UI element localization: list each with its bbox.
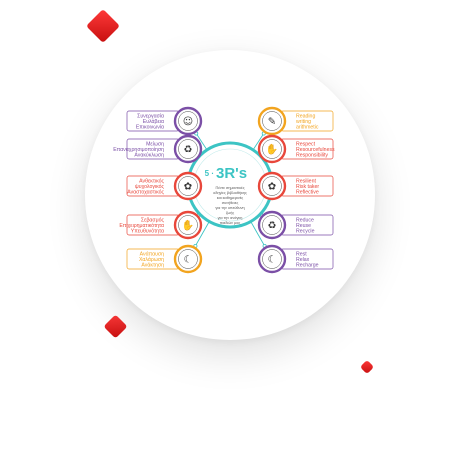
- label-line: Recharge: [296, 263, 319, 269]
- label-line: Χαλάρωση: [139, 256, 164, 263]
- connector-line: [252, 133, 265, 151]
- icon-inner-ring: [178, 215, 198, 235]
- label-line: ψυχολογικός: [135, 183, 164, 190]
- label-line: Υπευθυνότητα: [131, 228, 164, 235]
- recycle-icon: ♻: [268, 221, 277, 232]
- label-line: Μείωση: [146, 142, 164, 148]
- icon-inner-ring: [178, 249, 198, 269]
- icon-inner-ring: [262, 111, 282, 131]
- label-line: Reuse: [296, 223, 311, 229]
- center-line: ζωής: [226, 211, 234, 215]
- icon-inner-ring: [262, 176, 282, 196]
- connector-line: [250, 221, 265, 247]
- connector-line: [195, 221, 210, 247]
- label-line: arithmetic: [296, 125, 319, 131]
- center-prefix: 5 ·: [205, 169, 214, 178]
- center-line: και καθημερινές: [217, 196, 244, 200]
- label-line: Relax: [296, 257, 310, 263]
- connector-line: [195, 133, 208, 151]
- label-line: Reduce: [296, 218, 314, 224]
- icon-inner-ring: [262, 249, 282, 269]
- label-line: Resourcefulness: [296, 147, 335, 153]
- label-line: Ανθεκτικός: [139, 178, 164, 185]
- icon-inner-ring: [178, 176, 198, 196]
- icon-inner-ring: [178, 139, 198, 159]
- label-line: Rest: [296, 252, 307, 258]
- center-line: για την υπεύθυνη: [215, 206, 244, 210]
- label-line: Συνεργασία: [137, 114, 164, 120]
- label-line: Reading: [296, 114, 315, 120]
- brain-icon: ✿: [268, 182, 276, 193]
- label-line: Risk taker: [296, 184, 319, 190]
- center-title: 3R's: [216, 165, 247, 182]
- label-line: Αναστοχαστικός: [127, 189, 164, 196]
- center-line: για την ανάγκη: [218, 216, 243, 220]
- label-line: Επαναχρησιμοποίηση: [113, 147, 164, 153]
- recycle-icon: ♻: [184, 145, 193, 156]
- hands-icon: ✋: [182, 219, 194, 232]
- label-line: Επικοινωνία: [136, 125, 164, 131]
- hands-icon: ✋: [266, 143, 278, 156]
- label-line: Σεβασμός: [141, 217, 165, 224]
- sleep-icon: ☾: [268, 255, 277, 266]
- center-line: οδηγίες βιβλιοθήκης: [213, 191, 247, 195]
- label-line: Ανακύκλωση: [134, 153, 164, 159]
- center-line: Πέντε σημαντικές: [215, 186, 244, 190]
- label-line: Ευλάβεια: [143, 118, 164, 125]
- sleep-icon: ☾: [184, 255, 193, 266]
- reading-icon: ✎: [268, 117, 276, 128]
- label-line: Ανάκτηση: [141, 262, 164, 269]
- icon-inner-ring: [262, 139, 282, 159]
- center-line: συνήθειες: [222, 201, 239, 205]
- label-line: Reflective: [296, 190, 319, 196]
- label-line: Responsibility: [296, 153, 328, 159]
- brain-icon: ✿: [184, 182, 192, 193]
- people-icon: ☺: [183, 117, 193, 128]
- label-line: Ανάπαυση: [140, 251, 165, 258]
- label-line: Recycle: [296, 229, 315, 235]
- label-line: Επιχειρηματικότητα: [119, 222, 164, 229]
- label-line: Resilient: [296, 179, 316, 185]
- center-line: παιδιών μας: [220, 221, 241, 225]
- icon-inner-ring: [262, 215, 282, 235]
- label-line: Respect: [296, 142, 316, 148]
- icon-inner-ring: [178, 111, 198, 131]
- label-line: writing: [296, 119, 311, 125]
